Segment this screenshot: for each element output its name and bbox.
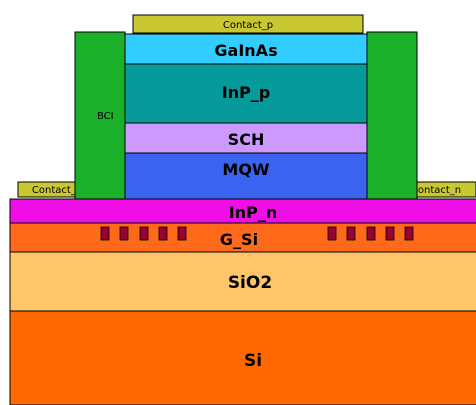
si-label: Si [244,351,262,371]
grating-tooth [177,226,187,241]
grating-tooth [346,226,356,241]
grating-tooth [366,226,376,241]
bcb-label: BCI [97,111,114,122]
mqw-label: MQW [222,160,270,179]
grating-tooth [385,226,395,241]
contact-p-label: Contact_p [223,20,273,31]
grating-tooth [119,226,129,241]
contact-n-right-label: Contact_n [411,185,461,196]
sch-layer [124,122,368,154]
bcb-left-wall [74,31,126,200]
grating-tooth [139,226,149,241]
grating-tooth [327,226,337,241]
inp-n-layer [9,198,476,224]
gainas-layer [124,33,368,65]
g-si-label: G_Si [220,230,258,249]
contact-p [132,14,364,34]
inp-n-label: InP_n [229,203,277,222]
mqw-layer [124,152,368,200]
sio2-label: SiO2 [228,273,272,293]
grating-tooth [158,226,168,241]
grating-tooth [404,226,414,241]
sch-label: SCH [228,130,265,149]
gainas-label: GaInAs [214,41,277,60]
bcb-right-wall [366,31,418,200]
contact-n-left-label: Contact_n [32,185,82,196]
grating-teeth [100,226,414,241]
sio2-layer [9,251,476,312]
inp-p-label: InP_p [222,83,271,102]
inp-p-layer [124,63,368,124]
grating-tooth [100,226,110,241]
si-layer [9,310,476,405]
